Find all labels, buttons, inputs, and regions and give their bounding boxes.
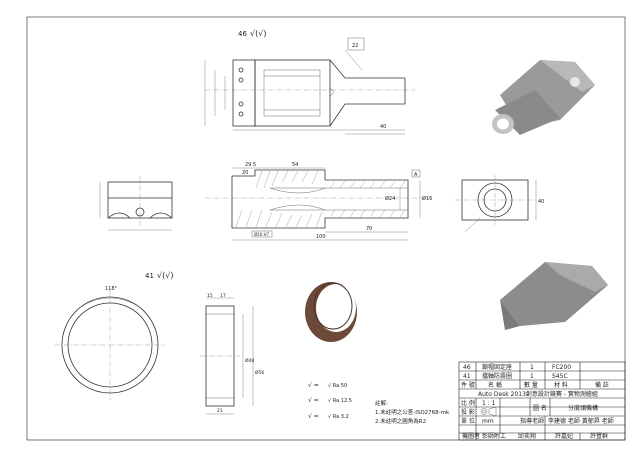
roughness-top-number: 46 [238, 30, 247, 38]
dim-front-left: 29.5 [245, 162, 256, 168]
notes-line-2: 2.未註明之圓角為R2 [375, 417, 426, 425]
drawing-name-label: 圖 名 [533, 404, 547, 412]
legend-symbol-1: √ = [308, 382, 319, 389]
part-material-2: S45C [552, 373, 568, 380]
isometric-view-bottom [500, 262, 608, 330]
section-hatch-top [255, 170, 406, 189]
part-qty-2: 1 [530, 373, 534, 380]
scale-label: 比 例 [461, 399, 475, 407]
front-view: 29.5 54 20 100 70 Ø16 Ø24 Ø20 H7 A [205, 162, 432, 241]
roughness-symbol-left: 41 √(√) [145, 271, 173, 280]
drafter-3: 許豐群 [590, 432, 608, 440]
front-callout-label: A [414, 172, 418, 178]
projection-symbol-icon [480, 406, 497, 417]
roughness-left-number: 41 [145, 272, 154, 280]
header-remark: 備 註 [595, 381, 609, 389]
unit-value: mm [482, 418, 494, 425]
dim-ring-width-b: 17 [220, 293, 226, 299]
teacher-names: 李建德 老師 黃郁昇 老師 [548, 417, 614, 425]
roughness-left-mark: √(√) [157, 271, 173, 280]
dim-ring-inner: Ø48 [245, 357, 254, 364]
roughness-symbol-top: 46 √(√) [238, 29, 266, 38]
legend-symbol-2: √ = [308, 397, 319, 404]
ring-section-views: 41 √(√) 118° 15 17 21 Ø48 Ø56 [55, 271, 264, 415]
dim-front-step: 20 [242, 170, 248, 176]
drawing-notes: 註解: 1.未註明之公差-ISO2768-mk 2.未註明之圓角為R2 [375, 399, 450, 425]
legend-symbol-3: √ = [308, 413, 319, 420]
header-name: 名 稱 [488, 381, 502, 389]
scale-value: 1 : 1 [482, 400, 496, 407]
notes-line-1: 1.未註明之公差-ISO2768-mk [375, 408, 450, 416]
part-name-1: 鎖帽固定座 [482, 363, 512, 371]
left-view [99, 176, 173, 231]
legend-value-2: √ Ra 12.5 [328, 398, 352, 404]
dim-front-right: 70 [366, 226, 372, 232]
header-no: 件 號 [461, 381, 475, 389]
surface-roughness-legend: √ = √ Ra 50 √ = √ Ra 12.5 √ = √ Ra 3.2 [308, 382, 352, 420]
isometric-view-top [492, 60, 595, 135]
teacher-label: 指導老師 [520, 417, 544, 425]
drafter-label: 機圖者 [462, 432, 480, 440]
dim-ring-angle: 118° [105, 286, 118, 292]
header-material: 材 料 [554, 381, 568, 389]
dim-front-total: 100 [316, 234, 326, 240]
notes-heading: 註解: [375, 399, 388, 407]
projection-label: 投 影 [461, 408, 475, 416]
ring-isometric [305, 282, 357, 342]
legend-value-1: √ Ra 50 [328, 383, 347, 389]
right-view: 40 [455, 175, 544, 233]
roughness-top-mark: √(√) [250, 29, 266, 38]
part-no-1: 46 [463, 364, 471, 371]
drawing-title: Auto Desk 2013創意設計競賽 - 實物測繪組 [478, 390, 598, 398]
drafter-1: 邱奕翔 [518, 432, 536, 440]
part-material-1: FC200 [552, 364, 571, 371]
drawing-name: 分度頭機構 [568, 404, 598, 412]
unit-label: 單 位 [461, 417, 475, 425]
dim-top-offset: 22 [352, 43, 358, 49]
dim-bore-small: Ø16 [422, 195, 432, 202]
dim-side-height: 40 [538, 199, 544, 205]
drafter-2: 許嘉妃 [555, 432, 573, 440]
dim-top-length: 40 [380, 124, 386, 130]
dim-front-span: 54 [292, 162, 298, 168]
part-name-2: 擋軸防震圈 [482, 372, 512, 380]
title-block: 46 鎖帽固定座 1 FC200 41 擋軸防震圈 1 S45C 件 號 名 稱… [458, 361, 626, 441]
sheet-border [26, 16, 626, 441]
dim-ring-bottom: 21 [217, 408, 223, 414]
dim-ring-outer: Ø56 [255, 369, 264, 376]
dim-bore-large: Ø24 [385, 195, 395, 202]
section-hatch-bottom [235, 209, 406, 228]
part-qty-1: 1 [530, 364, 534, 371]
part-no-2: 41 [463, 373, 471, 380]
top-view: 46 √(√) 40 22 [204, 29, 415, 135]
dim-front-note: Ø20 H7 [254, 232, 270, 237]
school-name: 彰師附工 [482, 432, 506, 440]
header-qty: 數 量 [524, 381, 538, 389]
legend-value-3: √ Ra 3.2 [328, 414, 349, 420]
dim-ring-width-a: 15 [207, 293, 213, 299]
